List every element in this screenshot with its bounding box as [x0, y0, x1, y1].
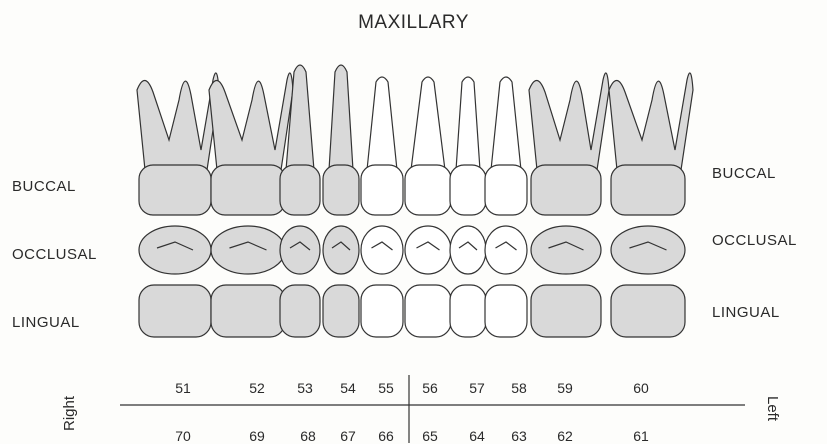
tooth-number-51: 51 — [166, 380, 200, 396]
tooth-number-54: 54 — [331, 380, 365, 396]
tooth-crown-buccal-2 — [280, 165, 320, 215]
tooth-number-60: 60 — [624, 380, 658, 396]
tooth-crown-lingual-8 — [531, 285, 601, 337]
tooth-occlusal-4 — [361, 226, 403, 274]
tooth-crown-lingual-1 — [211, 285, 285, 337]
side-label-right: Right — [61, 396, 78, 431]
tooth-root-4 — [367, 77, 397, 170]
tooth-occlusal-6 — [450, 226, 486, 274]
tooth-crown-buccal-6 — [450, 165, 486, 215]
tooth-occlusal-9 — [611, 226, 685, 274]
tooth-crown-buccal-0 — [139, 165, 211, 215]
tooth-crown-lingual-3 — [323, 285, 359, 337]
tooth-root-0 — [137, 73, 219, 170]
tooth-crown-lingual-5 — [405, 285, 451, 337]
tooth-occlusal-0 — [139, 226, 211, 274]
tooth-crown-buccal-8 — [531, 165, 601, 215]
tooth-crown-lingual-9 — [611, 285, 685, 337]
tooth-crown-lingual-7 — [485, 285, 527, 337]
tooth-number-64: 64 — [460, 428, 494, 444]
tooth-crown-buccal-1 — [211, 165, 285, 215]
tooth-root-3 — [329, 65, 353, 170]
tooth-crown-buccal-7 — [485, 165, 527, 215]
tooth-number-67: 67 — [331, 428, 365, 444]
tooth-number-70: 70 — [166, 428, 200, 444]
tooth-number-65: 65 — [413, 428, 447, 444]
tooth-number-52: 52 — [240, 380, 274, 396]
tooth-number-69: 69 — [240, 428, 274, 444]
tooth-occlusal-7 — [485, 226, 527, 274]
side-label-left: Left — [764, 396, 781, 421]
tooth-crown-buccal-5 — [405, 165, 451, 215]
tooth-crown-buccal-3 — [323, 165, 359, 215]
tooth-number-58: 58 — [502, 380, 536, 396]
tooth-number-53: 53 — [288, 380, 322, 396]
tooth-number-63: 63 — [502, 428, 536, 444]
tooth-number-62: 62 — [548, 428, 582, 444]
tooth-root-7 — [491, 77, 521, 170]
tooth-root-1 — [209, 73, 293, 170]
tooth-number-55: 55 — [369, 380, 403, 396]
tooth-occlusal-2 — [280, 226, 320, 274]
tooth-crown-lingual-4 — [361, 285, 403, 337]
tooth-root-6 — [456, 77, 480, 170]
tooth-crown-buccal-9 — [611, 165, 685, 215]
tooth-crown-lingual-0 — [139, 285, 211, 337]
tooth-crown-buccal-4 — [361, 165, 403, 215]
tooth-crown-lingual-2 — [280, 285, 320, 337]
tooth-root-5 — [411, 77, 445, 170]
tooth-occlusal-3 — [323, 226, 359, 274]
tooth-occlusal-1 — [211, 226, 285, 274]
tooth-root-9 — [609, 73, 693, 170]
tooth-occlusal-8 — [531, 226, 601, 274]
tooth-occlusal-5 — [405, 226, 451, 274]
tooth-number-57: 57 — [460, 380, 494, 396]
tooth-number-61: 61 — [624, 428, 658, 444]
tooth-number-56: 56 — [413, 380, 447, 396]
tooth-root-8 — [529, 73, 609, 170]
tooth-number-68: 68 — [291, 428, 325, 444]
tooth-crown-lingual-6 — [450, 285, 486, 337]
tooth-number-66: 66 — [369, 428, 403, 444]
tooth-number-59: 59 — [548, 380, 582, 396]
teeth-group — [137, 65, 693, 337]
